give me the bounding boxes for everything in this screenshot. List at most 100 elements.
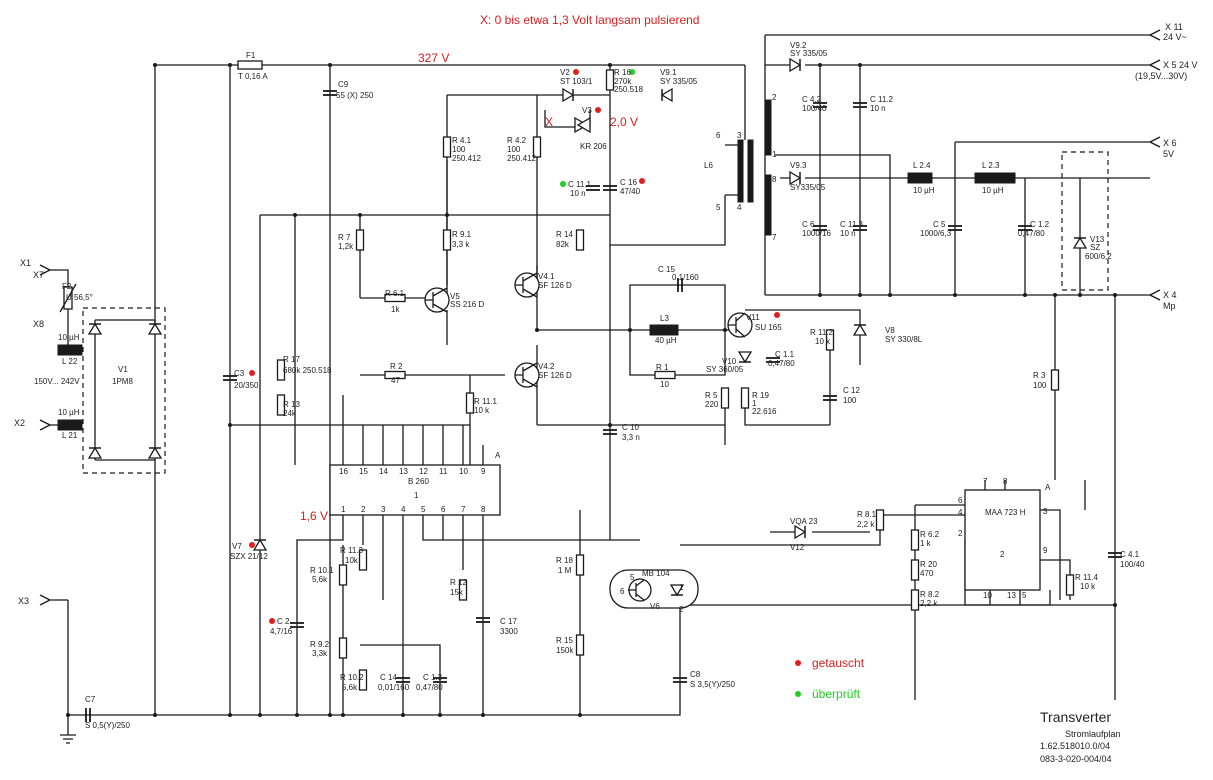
transformer-pin: 7 xyxy=(772,233,777,242)
label: C 15 xyxy=(658,265,675,274)
ic-pin: 7 xyxy=(461,505,466,514)
label: 1 xyxy=(752,399,757,408)
label: MB 104 xyxy=(642,569,670,578)
label: C 11.3 xyxy=(840,220,864,229)
label: 150k xyxy=(556,646,574,655)
ic-pin: 9 xyxy=(481,467,486,476)
label: C 2 xyxy=(277,617,290,626)
label: R 4.2 xyxy=(507,136,527,145)
label: 20/350 xyxy=(234,381,259,390)
label: R 9.2 xyxy=(310,640,330,649)
legend-checked-dot xyxy=(795,691,801,697)
label: R 15 xyxy=(556,636,573,645)
label: C 11.2 xyxy=(870,95,894,104)
label: C 11.1 xyxy=(568,180,592,189)
terminal-x11: X 11 xyxy=(1165,22,1183,32)
resistor-r5 xyxy=(720,387,730,409)
label: R 3 xyxy=(1033,371,1046,380)
label: 470 xyxy=(920,569,934,578)
rectifier-block-outline xyxy=(82,307,166,474)
label: R 13 xyxy=(283,400,300,409)
resistor-r10-1 xyxy=(338,564,348,586)
opto-pin: 5 xyxy=(630,573,635,582)
label: C3 xyxy=(234,369,245,378)
component-labels: F1 T 0,16 A F2 U 56,5° C9 55 (X) 250 10 … xyxy=(34,41,1145,730)
optocoupler-v6 xyxy=(609,569,699,609)
ic-pin: 16 xyxy=(339,467,348,476)
ic-pin: 4 xyxy=(401,505,406,514)
varistor-f2 xyxy=(59,283,77,313)
terminal-labels: X 11 24 V~ X 5 24 V (19,5V...30V) X 6 5V… xyxy=(14,22,1198,606)
label: 0,47/80 xyxy=(768,359,795,368)
label: 82k xyxy=(556,240,570,249)
resistor-r19 xyxy=(740,387,750,409)
label: SS 216 D xyxy=(450,300,484,309)
label: 100/40 xyxy=(1120,560,1145,569)
terminal-x6-sub: 5V xyxy=(1163,149,1174,159)
led-v12 xyxy=(794,525,806,539)
label: 1,2k xyxy=(338,242,354,251)
label: 10 xyxy=(660,380,669,389)
label: SY 360/05 xyxy=(706,365,744,374)
drawing-number-2: 083-3-020-004/04 xyxy=(1040,754,1112,764)
label: 0,01/160 xyxy=(378,683,410,692)
label: V9.1 xyxy=(660,68,677,77)
ic-pin: 1 xyxy=(341,505,346,514)
label: SZ xyxy=(1090,243,1100,252)
transformer-l6 xyxy=(725,99,772,236)
title-block: Transverter Stromlaufplan 1.62.518010.0/… xyxy=(1040,709,1121,764)
label: R 10.1 xyxy=(310,566,334,575)
label: 10 µH xyxy=(58,408,80,417)
ic-pin: 5 xyxy=(421,505,426,514)
label: C7 xyxy=(85,695,96,704)
label: V1 xyxy=(118,365,128,374)
resistor-r6-2 xyxy=(910,529,920,551)
label: V10 xyxy=(722,357,737,366)
label: R 11.2 xyxy=(810,328,834,337)
label: C 1.1 xyxy=(775,350,795,359)
ic-pin: 8 xyxy=(1003,477,1008,486)
header-note: X: 0 bis etwa 1,3 Volt langsam pulsieren… xyxy=(480,13,699,27)
label: SY335/05 xyxy=(790,183,826,192)
replaced-dot-c16 xyxy=(639,178,645,184)
label: C 17 xyxy=(500,617,517,626)
bridge-rectifier-v1 xyxy=(88,319,162,461)
voltage-1-6: 1,6 V xyxy=(300,509,328,523)
label: 1k xyxy=(391,305,400,314)
label: R 6.2 xyxy=(920,530,940,539)
label: 100 xyxy=(452,145,466,154)
ic-pin: 11 xyxy=(439,467,448,476)
transistor-v4-1 xyxy=(514,272,540,298)
transistor-v4-2 xyxy=(514,362,540,388)
label: SU 165 xyxy=(755,323,782,332)
opto-pin: 1 xyxy=(679,583,684,592)
legend-replaced-label: getauscht xyxy=(812,656,865,670)
transformer-pin: 8 xyxy=(772,175,777,184)
resistor-r9-1 xyxy=(442,229,452,251)
diac-v3 xyxy=(544,110,591,134)
label: 250.412 xyxy=(452,154,481,163)
label: SY 330/8L xyxy=(885,335,923,344)
ic-b260 xyxy=(329,464,501,516)
label: 220 xyxy=(705,400,719,409)
label: 600/6,2 xyxy=(1085,252,1112,261)
label: 5,6k xyxy=(342,683,358,692)
terminal-x1: X1 xyxy=(20,258,31,268)
label: V9.3 xyxy=(790,161,807,170)
ic-pin: 8 xyxy=(481,505,486,514)
terminal-x3: X3 xyxy=(18,596,29,606)
label: A xyxy=(1045,483,1051,492)
label: V2 xyxy=(560,68,570,77)
label: 0,1/160 xyxy=(672,273,699,282)
label: 10 n xyxy=(570,189,586,198)
label: R 17 xyxy=(283,355,300,364)
voltage-327: 327 V xyxy=(418,51,449,65)
label: 24k xyxy=(283,409,297,418)
label: 40 µH xyxy=(655,336,677,345)
label: C 16 xyxy=(620,178,637,187)
title-text: Transverter xyxy=(1040,709,1111,725)
terminal-arrows xyxy=(39,29,1161,744)
resistor-r18 xyxy=(575,554,585,576)
label: 47/40 xyxy=(620,187,641,196)
label: R 8.1 xyxy=(857,510,877,519)
